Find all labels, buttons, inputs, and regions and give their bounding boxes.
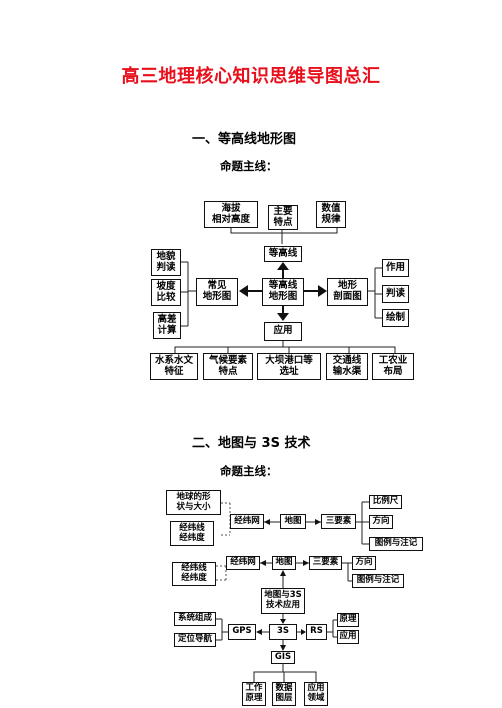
node-yingyong-2: 应用	[337, 630, 359, 644]
node-dimao-pandu: 地貌 判读	[151, 249, 181, 276]
node-pandu: 判读	[382, 285, 409, 303]
node-jingweixian-1: 经纬线 经纬度	[170, 521, 214, 546]
node-center-denggaoxian-dixingtu: 等高线 地形图	[262, 278, 304, 306]
node-gaocha-jisuan: 高差 计算	[153, 312, 181, 339]
node-shuixi-shuiwen: 水系水文 特征	[150, 353, 198, 380]
node-ditu-1: 地图	[280, 514, 306, 529]
node-xitong-zucheng: 系统组成	[174, 612, 216, 626]
node-yingyong: 应用	[264, 322, 302, 341]
node-shuzhi-guilv: 数值 规律	[316, 201, 346, 228]
node-denggaoxian: 等高线	[264, 246, 302, 262]
node-dingwei-daohang: 定位导航	[174, 633, 216, 647]
node-yingyong-lingyu: 应用 领域	[304, 682, 328, 706]
node-ditu-3s-jishu: 地图与3S 技术应用	[261, 588, 305, 614]
node-rs: RS	[306, 624, 327, 640]
section2-subtitle: 命题主线：	[220, 464, 278, 478]
node-zuoyong: 作用	[382, 259, 409, 277]
document-title: 高三地理核心知识思维导图总汇	[121, 66, 381, 87]
node-shuju-tuceng: 数据 图层	[272, 682, 296, 706]
node-tuli-zhuji-2: 图例与注记	[352, 574, 404, 588]
node-dixing-poumiantu: 地形 剖面图	[327, 278, 368, 306]
node-ditu-2: 地图	[272, 556, 296, 570]
node-daba-gangkou: 大坝港口等 选址	[257, 353, 321, 380]
node-fangxiang-1: 方向	[369, 515, 393, 529]
section1-heading: 一、等高线地形图	[192, 132, 297, 147]
node-gis: GIS	[271, 651, 295, 664]
node-fangxiang-2: 方向	[352, 556, 376, 570]
section2-heading: 二、地图与 3S 技术	[192, 436, 311, 451]
node-changjian-dixingtu: 常见 地形图	[196, 278, 238, 306]
node-qihou-yaosu: 气候要素 特点	[203, 353, 253, 380]
node-jingweixian-2: 经纬线 经纬度	[172, 562, 216, 586]
node-zhuyao-tedian: 主要 特点	[268, 205, 298, 230]
node-huizhi: 绘制	[382, 309, 409, 327]
node-jingweiwang-1: 经纬网	[230, 514, 264, 529]
section1-subtitle: 命题主线：	[220, 159, 278, 173]
node-jiaotongxian: 交通线 输水渠	[326, 353, 368, 380]
node-jingweiwang-2: 经纬网	[226, 556, 260, 570]
node-bilichi: 比例尺	[369, 495, 402, 509]
node-3s: 3S	[269, 624, 297, 640]
node-yuanli: 原理	[337, 613, 359, 627]
node-diqiu-xingzhuang: 地球的形 状与大小	[166, 490, 221, 515]
node-gongnongye: 工农业 布局	[372, 353, 414, 380]
node-podu-bijiao: 坡度 比较	[151, 279, 181, 306]
node-sanyaosu-2: 三要素	[309, 556, 342, 570]
node-haiba: 海拔 相对高度	[204, 201, 258, 228]
node-gongzuo-yuanli: 工作 原理	[242, 682, 266, 706]
node-tuli-zhuji-1: 图例与注记	[369, 537, 423, 551]
node-gps: GPS	[228, 624, 256, 640]
node-sanyaosu-1: 三要素	[321, 514, 356, 529]
